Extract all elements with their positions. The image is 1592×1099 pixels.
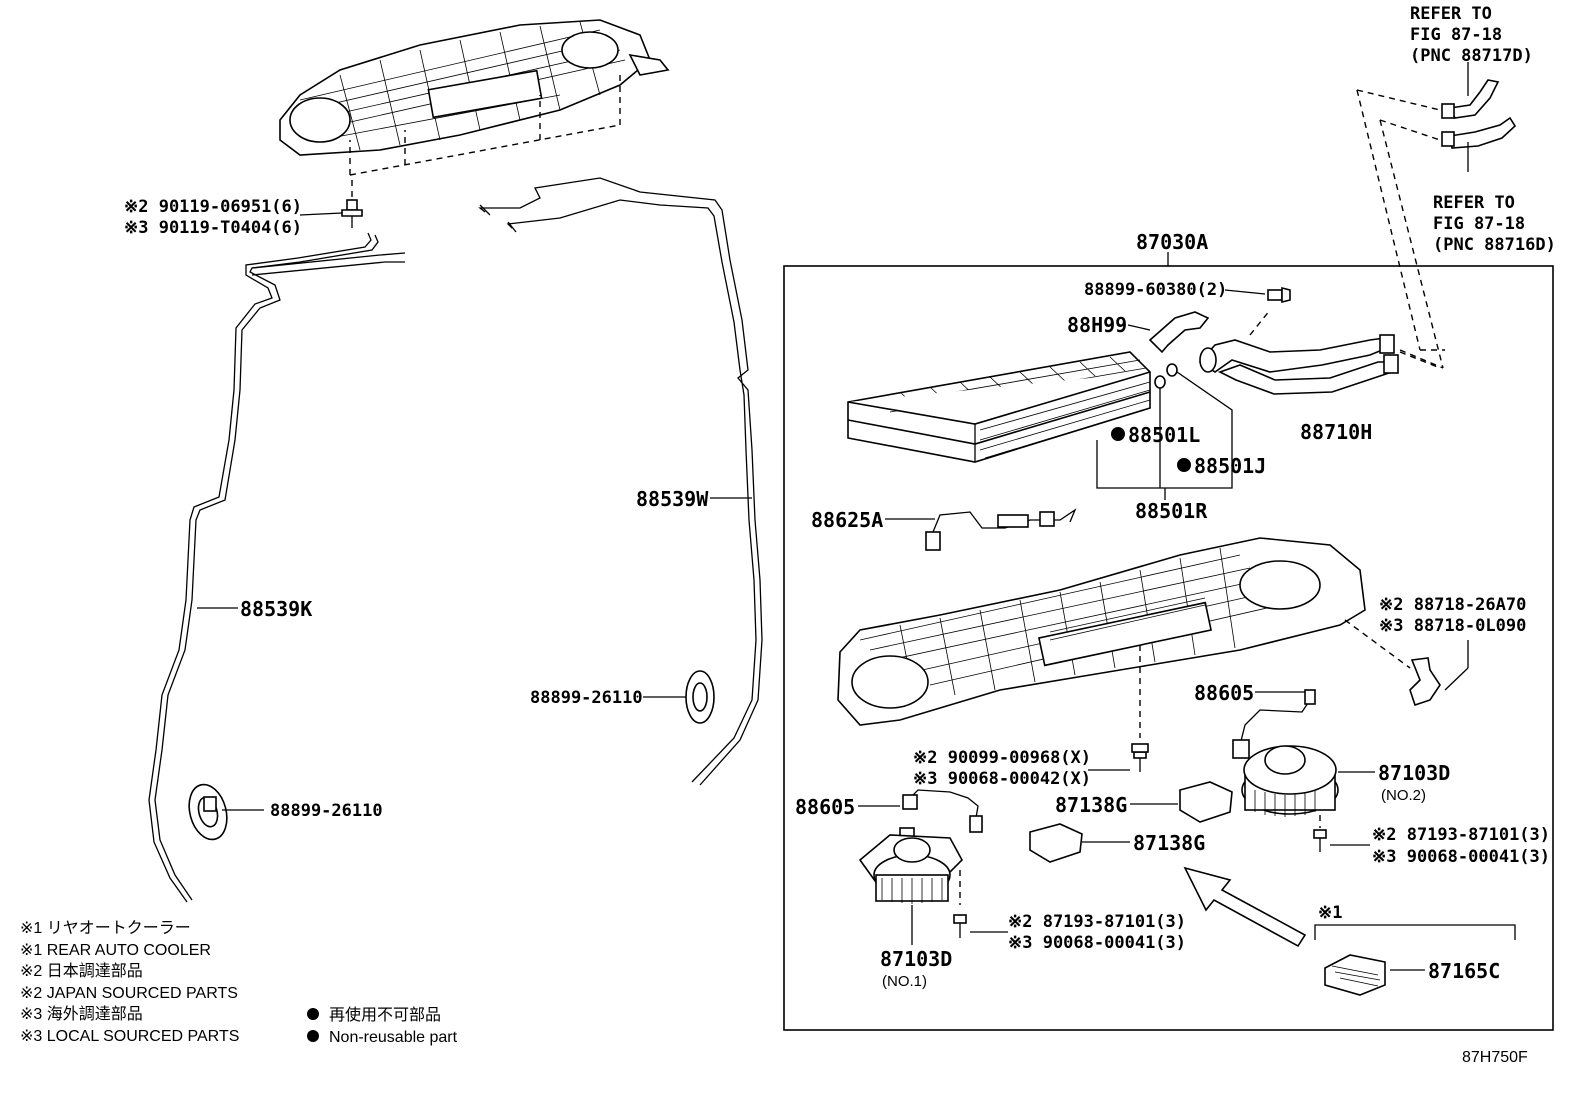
refer-guide-dashes: [1356, 89, 1445, 369]
label-88501j: 88501J: [1194, 454, 1266, 478]
bolt-icon: [1267, 286, 1291, 304]
label-87103d-b: 87103D: [880, 947, 952, 971]
label-88710h: 88710H: [1300, 420, 1372, 444]
svg-text:※2 JAPAN SOURCED PARTS: ※2 JAPAN SOURCED PARTS: [20, 985, 238, 1002]
legend-notes: ※1 リヤオートクーラー ※1 REAR AUTO COOLER ※2 日本調達…: [20, 919, 239, 1045]
label-87030a: 87030A: [1136, 230, 1208, 254]
label-90119-06951: ※2 90119-06951(6): [124, 197, 302, 217]
clamp-88h99: [1148, 311, 1210, 354]
label-88605-b: 88605: [795, 795, 855, 819]
resistor-87138g-a: [1179, 781, 1233, 823]
screw-icon: [1131, 743, 1149, 772]
label-88899-26110-a: 88899-26110: [530, 688, 643, 708]
label-88539k: 88539K: [240, 597, 312, 621]
blower-motor-no2: [1241, 745, 1339, 817]
label-88501l: 88501L: [1128, 423, 1200, 447]
label-87138g-a: 87138G: [1055, 793, 1127, 817]
label-88501r: 88501R: [1135, 499, 1208, 523]
bolt-icon: [341, 180, 363, 228]
label-88h99: 88H99: [1067, 313, 1127, 337]
diagram-code: 87H750F: [1462, 1049, 1528, 1066]
callout-refer-88717d: REFER TO FIG 87-18 (PNC 88717D): [1410, 4, 1533, 66]
svg-text:再使用不可部品: 再使用不可部品: [329, 1006, 441, 1024]
drain-hose-88539w: [478, 177, 763, 786]
lower-cooler-housing: [837, 537, 1366, 726]
label-88899-60380: 88899-60380(2): [1084, 280, 1227, 300]
svg-text:※3 海外調達部品: ※3 海外調達部品: [20, 1005, 143, 1023]
legend-nonreusable: 再使用不可部品 Non-reusable part: [307, 1006, 458, 1046]
svg-text:FIG 87-18: FIG 87-18: [1410, 25, 1502, 45]
upper-cooler-housing: [279, 19, 670, 156]
svg-text:REFER TO: REFER TO: [1410, 4, 1492, 24]
label-90068-00041-b: ※3 90068-00041(3): [1008, 933, 1186, 953]
svg-text:※2 日本調達部品: ※2 日本調達部品: [20, 962, 143, 980]
grommet-left: [188, 783, 228, 841]
svg-text:※1 リヤオートクーラー: ※1 リヤオートクーラー: [20, 919, 191, 937]
label-87103d-a: 87103D: [1378, 761, 1450, 785]
screw-icon: [1313, 829, 1327, 852]
sensor-harness-88625a: [925, 508, 1077, 551]
screw-icon: [953, 914, 967, 938]
bracket-88718: [1409, 657, 1441, 707]
evaporator-core: [847, 351, 1151, 463]
label-90119-t0404: ※3 90119-T0404(6): [124, 218, 302, 238]
pipe-fittings-top: [1441, 79, 1517, 149]
label-87138g-b: 87138G: [1133, 831, 1205, 855]
svg-text:REFER TO: REFER TO: [1433, 193, 1515, 213]
callout-refer-88716d: REFER TO FIG 87-18 (PNC 88716D): [1433, 193, 1556, 255]
ac-tube-88710h: [1198, 334, 1399, 395]
svg-text:Non-reusable part: Non-reusable part: [329, 1029, 458, 1046]
label-87165c-mark: ※1: [1318, 903, 1342, 923]
o-ring-88501l: [1154, 375, 1166, 389]
label-87103d-b-sub: (NO.1): [882, 973, 927, 990]
label-88718-0l090: ※3 88718-0L090: [1379, 616, 1526, 636]
amplifier-87165c: [1324, 954, 1386, 996]
nonreusable-mark: [1111, 427, 1125, 441]
label-87193-a: ※2 87193-87101(3): [1372, 825, 1550, 845]
housing-guide-lines: [349, 70, 621, 176]
svg-text:(PNC 88716D): (PNC 88716D): [1433, 235, 1556, 255]
label-88539w: 88539W: [636, 487, 709, 511]
o-ring-88501j: [1166, 363, 1178, 377]
nonreusable-mark: [1177, 458, 1191, 472]
harness-88605-upper: [1232, 689, 1316, 759]
label-88718-26a70: ※2 88718-26A70: [1379, 595, 1526, 615]
svg-text:FIG 87-18: FIG 87-18: [1433, 214, 1525, 234]
blower-motor-no1: [858, 834, 963, 904]
label-87165c: 87165C: [1428, 959, 1500, 983]
harness-88605-lower: [203, 796, 217, 812]
label-88899-26110-b: 88899-26110: [270, 801, 383, 821]
label-88605-a: 88605: [1194, 681, 1254, 705]
svg-text:※1 REAR AUTO COOLER: ※1 REAR AUTO COOLER: [20, 942, 211, 959]
label-90068-00042: ※3 90068-00042(X): [913, 769, 1091, 789]
label-87103d-a-sub: (NO.2): [1381, 787, 1426, 804]
grommet-right: [685, 670, 715, 724]
svg-text:(PNC 88717D): (PNC 88717D): [1410, 46, 1533, 66]
label-87193-b: ※2 87193-87101(3): [1008, 912, 1186, 932]
arrow-icon: [1183, 866, 1307, 948]
label-90068-00041-a: ※3 90068-00041(3): [1372, 847, 1550, 867]
label-88625a: 88625A: [811, 508, 883, 532]
label-90099-00968: ※2 90099-00968(X): [913, 748, 1091, 768]
svg-text:※3 LOCAL SOURCED PARTS: ※3 LOCAL SOURCED PARTS: [20, 1028, 239, 1045]
resistor-87138g-b: [1029, 823, 1083, 863]
